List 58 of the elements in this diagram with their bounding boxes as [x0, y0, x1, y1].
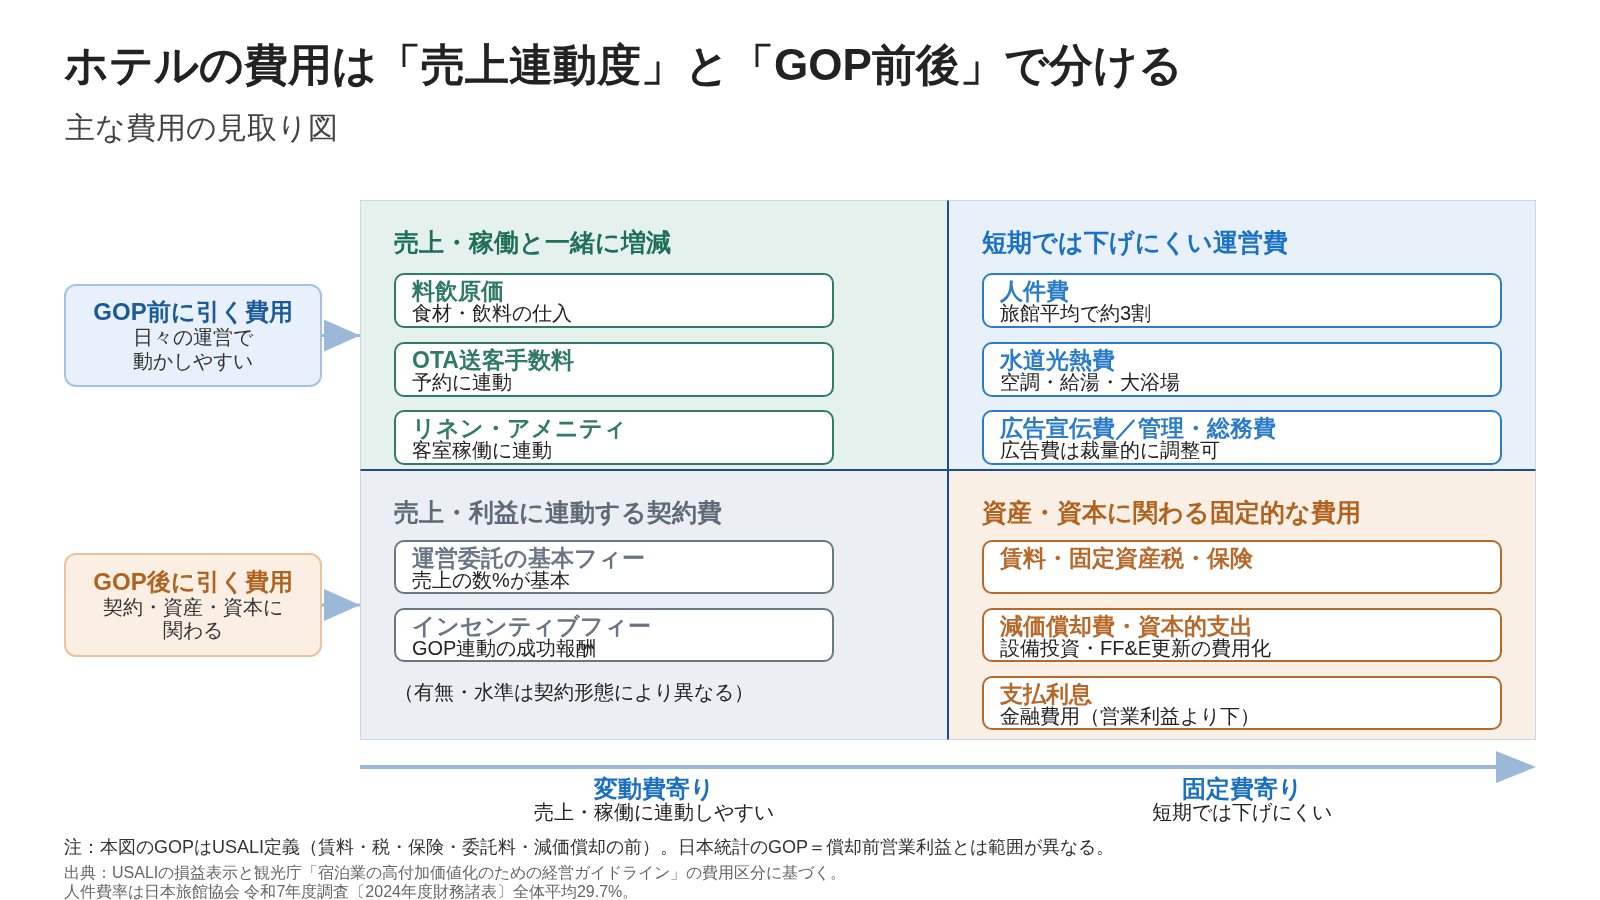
- item-title: 運営委託の基本フィー: [412, 546, 646, 570]
- cost-item-box: [982, 273, 1502, 328]
- cost-item-box: [982, 676, 1502, 730]
- cost-item-box: [394, 608, 834, 662]
- category-title: GOP前に引く費用: [93, 298, 293, 326]
- axis-label: 固定費寄り: [1181, 773, 1303, 802]
- cost-item-box: [394, 540, 834, 594]
- subtitle: 主な費用の見取り図: [65, 110, 338, 146]
- footnote: 注：本図のGOPはUSALI定義（賃料・税・保険・委託料・減価償却の前）。日本統計のGOP＝償却前営業利益とは範囲が異なる。: [64, 836, 1115, 858]
- panel-heading: 売上・利益に連動する契約費: [394, 497, 722, 527]
- cost-item-box: [982, 410, 1502, 465]
- quadrant-panel: [360, 470, 948, 740]
- quadrant-panel: [360, 200, 948, 470]
- axis-description: 短期では下げにくい: [1152, 801, 1332, 824]
- category-box: [64, 553, 322, 657]
- item-title: リネン・アメニティ: [412, 416, 628, 440]
- quadrant-panel: [948, 200, 1536, 470]
- item-title: 人件費: [1000, 279, 1070, 303]
- quadrant-panel: [948, 470, 1536, 740]
- arrow: [322, 589, 360, 621]
- item-description: 広告費は裁量的に調整可: [1000, 440, 1220, 461]
- cost-item-box: [394, 342, 834, 397]
- title: ホテルの費用は「売上連動度」と「GOP前後」で分ける: [64, 39, 1183, 91]
- panel-heading: 資産・資本に関わる固定的な費用: [982, 497, 1361, 527]
- item-description: 空調・給湯・大浴場: [1000, 372, 1181, 393]
- item-title: 支払利息: [1000, 682, 1093, 706]
- category-description: 日々の運営で動かしやすい: [132, 326, 254, 373]
- item-description: 設備投資・FF&E更新の費用化: [1000, 638, 1273, 659]
- item-description: 金融費用（営業利益より下）: [1000, 706, 1261, 727]
- item-description: 旅館平均で約3割: [1000, 303, 1153, 324]
- category-box: [64, 284, 322, 387]
- item-description: 食材・飲料の仕入: [412, 303, 573, 324]
- item-title: 減価償却費・資本的支出: [1000, 614, 1254, 638]
- source-note: 人件費率は日本旅館協会 令和7年度調査〔2024年度財務諸表〕全体平均29.7%。: [64, 881, 639, 900]
- arrow: [322, 319, 360, 352]
- cost-item-box: [394, 410, 834, 465]
- item-title: OTA送客手数料: [412, 348, 575, 372]
- item-title: 広告宣伝費／管理・総務費: [1000, 416, 1277, 440]
- cost-item-box: [982, 540, 1502, 594]
- item-title: インセンティブフィー: [412, 614, 652, 638]
- cost-item-box: [394, 273, 834, 328]
- item-title: 水道光熱費: [1000, 348, 1116, 372]
- panel-heading: 売上・稼働と一緒に増減: [394, 227, 671, 257]
- item-title: 料飲原価: [412, 279, 504, 303]
- axis-label: 変動費寄り: [593, 773, 715, 802]
- category-description: 契約・資産・資本に関わる: [102, 595, 284, 643]
- source-note: 出典：USALIの損益表示と観光庁「宿泊業の高付加価値化のための経営ガイドライン」の費用区分に基づく。: [64, 862, 847, 882]
- item-description: 売上の数%が基本: [412, 570, 570, 591]
- item-title: 賃料・固定資産税・保険: [1000, 546, 1254, 570]
- panel-note: （有無・水準は契約形態により異なる）: [394, 680, 754, 704]
- category-title: GOP後に引く費用: [93, 567, 293, 596]
- cost-item-box: [982, 608, 1502, 662]
- item-description: 客室稼働に連動: [412, 440, 553, 461]
- panel-heading: 短期では下げにくい運営費: [982, 227, 1288, 257]
- axis-description: 売上・稼働に連動しやすい: [534, 801, 774, 824]
- cost-item-box: [982, 342, 1502, 397]
- item-description: 予約に連動: [412, 372, 513, 393]
- item-description: GOP連動の成功報酬: [412, 638, 598, 659]
